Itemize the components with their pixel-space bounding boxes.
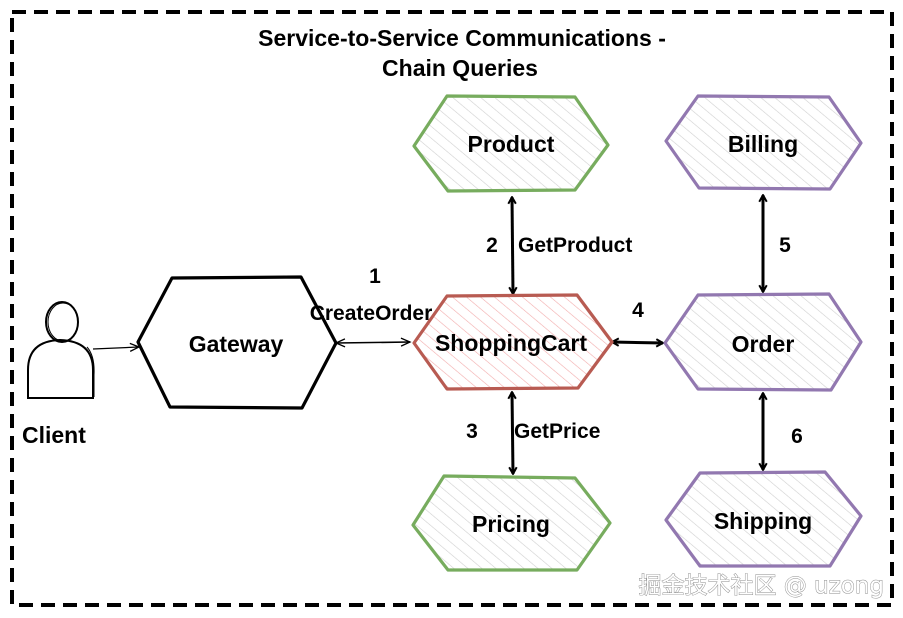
node-billing-label: Billing bbox=[728, 131, 798, 157]
node-shipping[interactable]: Shipping bbox=[664, 470, 863, 568]
diagram-frame bbox=[10, 10, 894, 607]
node-shoppingcart-label: ShoppingCart bbox=[435, 330, 587, 356]
node-product[interactable]: Product bbox=[412, 94, 610, 193]
edge-cart-pricing bbox=[512, 392, 513, 474]
edge-label-createorder: CreateOrder bbox=[310, 302, 433, 325]
client-actor[interactable]: Client bbox=[22, 301, 95, 448]
edge-cart-product bbox=[512, 197, 513, 294]
node-shipping-label: Shipping bbox=[714, 508, 812, 534]
client-label: Client bbox=[22, 422, 86, 448]
edge-label-getproduct: GetProduct bbox=[518, 234, 632, 257]
diagram-title-line2: Chain Queries bbox=[382, 55, 538, 81]
edge-step-4: 4 bbox=[632, 299, 644, 322]
edge-step-5: 5 bbox=[779, 234, 791, 257]
edge-label-getprice: GetPrice bbox=[514, 420, 600, 443]
edge-cart-order bbox=[612, 342, 663, 343]
diagram-title-line1: Service-to-Service Communications - bbox=[258, 25, 666, 51]
edge-gateway-cart bbox=[334, 337, 412, 348]
edge-step-6: 6 bbox=[791, 425, 803, 448]
node-shoppingcart[interactable]: ShoppingCart bbox=[412, 293, 614, 391]
node-pricing-label: Pricing bbox=[472, 511, 550, 537]
node-order-label: Order bbox=[732, 331, 795, 357]
edge-step-2: 2 bbox=[486, 234, 498, 257]
edge-step-3: 3 bbox=[466, 420, 478, 443]
node-pricing[interactable]: Pricing bbox=[411, 474, 612, 572]
edge-step-1: 1 bbox=[369, 265, 381, 288]
edge-client-gateway bbox=[92, 342, 141, 352]
node-billing[interactable]: Billing bbox=[664, 94, 863, 191]
watermark-text: 掘金技术社区 @ uzong bbox=[638, 573, 884, 599]
node-gateway[interactable]: Gateway bbox=[136, 275, 338, 410]
node-product-label: Product bbox=[468, 131, 555, 157]
node-gateway-label: Gateway bbox=[189, 331, 284, 357]
node-order[interactable]: Order bbox=[663, 292, 863, 392]
person-icon bbox=[27, 301, 95, 399]
